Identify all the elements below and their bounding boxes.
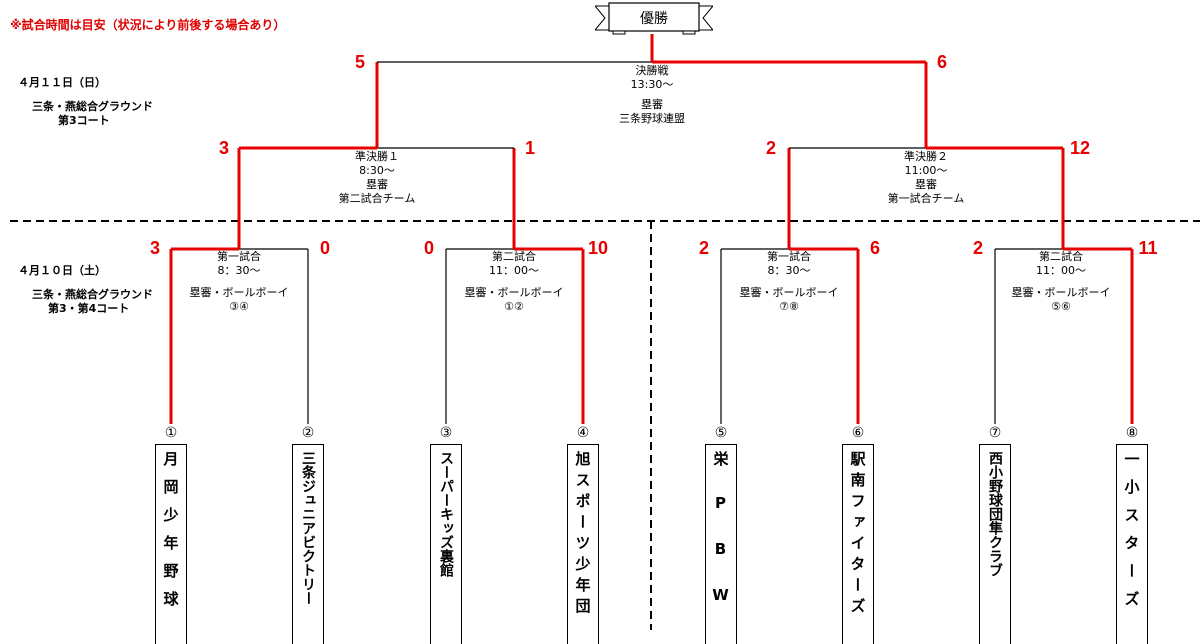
qf3-ump-label: 塁審・ボールボーイ xyxy=(739,286,839,299)
qf1-score-right: 0 xyxy=(319,238,331,258)
team-seed: ⑦ xyxy=(988,425,1002,441)
team-seed: ① xyxy=(164,425,178,441)
qf4-score-right: 11 xyxy=(1138,238,1158,258)
qf2-title: 第二試合 xyxy=(492,250,536,263)
qf4-time: 11：00～ xyxy=(1036,264,1086,277)
qf3-title: 第一試合 xyxy=(767,250,811,263)
qf2-score-left: 0 xyxy=(423,238,435,258)
champion-banner: 優勝 xyxy=(593,2,715,36)
semi1-info: 準決勝１ 8:30～ 塁審 第二試合チーム xyxy=(339,150,416,206)
qf1-time: 8：30～ xyxy=(217,264,261,277)
semi2-ump-label: 塁審 xyxy=(914,178,937,191)
bracket-lines xyxy=(10,34,1200,630)
team-box: 旭スポーツ少年団 xyxy=(567,444,599,644)
final-ump-label: 塁審 xyxy=(641,98,663,111)
qf4-ump-label: 塁審・ボールボーイ xyxy=(1011,286,1111,299)
semi2-time: 11:00～ xyxy=(904,164,948,177)
team-name: 栄PBW xyxy=(711,451,730,632)
final-score-right: 6 xyxy=(936,52,948,72)
team-box: スーパーキッズ裏館 xyxy=(430,444,462,644)
day1-venue: ４月１０日（土） 三条・燕総合グラウンド 第3・第4コート xyxy=(18,264,153,316)
qf1-title: 第一試合 xyxy=(217,250,261,263)
team-seed: ⑧ xyxy=(1125,425,1139,441)
qf2-ump-label: 塁審・ボールボーイ xyxy=(464,286,564,299)
day1-date: ４月１０日（土） xyxy=(18,264,106,277)
team-seed: ⑥ xyxy=(851,425,865,441)
qf3-time: 8：30～ xyxy=(767,264,811,277)
final-title: 決勝戦 xyxy=(635,64,669,77)
day2-date: ４月１１日（日） xyxy=(18,76,106,89)
semi2-info: 準決勝２ 11:00～ 塁審 第一試合チーム xyxy=(888,150,965,206)
qf3-ump: ⑦⑧ xyxy=(779,300,799,313)
team-seed: ③ xyxy=(439,425,453,441)
qf4-title: 第二試合 xyxy=(1039,250,1083,263)
semi1-time: 8:30～ xyxy=(359,164,395,177)
day1-court: 第3・第4コート xyxy=(48,302,130,315)
team-seed: ⑤ xyxy=(714,425,728,441)
team-name: 一小スターズ xyxy=(1122,451,1141,619)
day2-court: 第3コート xyxy=(58,114,110,127)
team-name: スーパーキッズ裏館 xyxy=(438,451,454,577)
day2-venue-name: 三条・燕総合グラウンド xyxy=(32,100,153,113)
team-box: 西小野球団隼クラブ xyxy=(979,444,1011,644)
team-box: 駅南ファイターズ xyxy=(842,444,874,644)
qf1-ump-label: 塁審・ボールボーイ xyxy=(189,286,289,299)
final-info: 決勝戦 13:30～ 塁審 三条野球連盟 xyxy=(619,64,685,126)
qf3-score-left: 2 xyxy=(698,238,710,258)
qf2-ump: ①② xyxy=(504,300,524,313)
final-ump: 三条野球連盟 xyxy=(619,112,685,125)
qf3-info: 第一試合 8：30～ 塁審・ボールボーイ ⑦⑧ xyxy=(740,250,839,314)
schedule-notice: ※試合時間は目安（状況により前後する場合あり） xyxy=(10,18,286,32)
qf1-ump: ③④ xyxy=(229,300,249,313)
semi1-title: 準決勝１ xyxy=(354,150,399,163)
qf1-score-left: 3 xyxy=(149,238,161,258)
qf4-score-left: 2 xyxy=(972,238,984,258)
team-box: 栄PBW xyxy=(705,444,737,644)
semi2-ump: 第一試合チーム xyxy=(887,192,965,205)
team-box: 月岡少年野球 xyxy=(155,444,187,644)
team-name: 三条ジュニアビクトリー xyxy=(300,451,316,605)
day2-venue: ４月１１日（日） 三条・燕総合グラウンド 第3コート xyxy=(18,76,153,128)
qf4-ump: ⑤⑥ xyxy=(1051,300,1071,313)
semi1-score-left: 3 xyxy=(218,138,230,158)
team-seed: ④ xyxy=(576,425,590,441)
final-time: 13:30～ xyxy=(630,78,674,91)
team-name: 月岡少年野球 xyxy=(161,451,180,619)
team-name: 駅南ファイターズ xyxy=(848,451,867,619)
team-name: 西小野球団隼クラブ xyxy=(987,451,1003,577)
semi1-ump: 第二試合チーム xyxy=(338,192,416,205)
team-box: 一小スターズ xyxy=(1116,444,1148,644)
champion-label: 優勝 xyxy=(640,11,668,27)
final-score-left: 5 xyxy=(354,52,366,72)
qf2-score-right: 10 xyxy=(587,238,609,258)
day1-venue-name: 三条・燕総合グラウンド xyxy=(32,288,153,301)
team-box: 三条ジュニアビクトリー xyxy=(292,444,324,644)
qf4-info: 第二試合 11：00～ 塁審・ボールボーイ ⑤⑥ xyxy=(1012,250,1111,314)
qf2-time: 11：00～ xyxy=(489,264,539,277)
semi2-score-left: 2 xyxy=(765,138,777,158)
semi2-score-right: 12 xyxy=(1069,138,1091,158)
qf3-score-right: 6 xyxy=(869,238,881,258)
qf1-info: 第一試合 8：30～ 塁審・ボールボーイ ③④ xyxy=(190,250,289,314)
ribbon-icon xyxy=(593,2,715,35)
semi1-score-right: 1 xyxy=(524,138,536,158)
team-seed: ② xyxy=(301,425,315,441)
qf2-info: 第二試合 11：00～ 塁審・ボールボーイ ①② xyxy=(465,250,564,314)
team-name: 旭スポーツ少年団 xyxy=(573,451,592,619)
semi2-title: 準決勝２ xyxy=(903,150,948,163)
semi1-ump-label: 塁審 xyxy=(365,178,388,191)
